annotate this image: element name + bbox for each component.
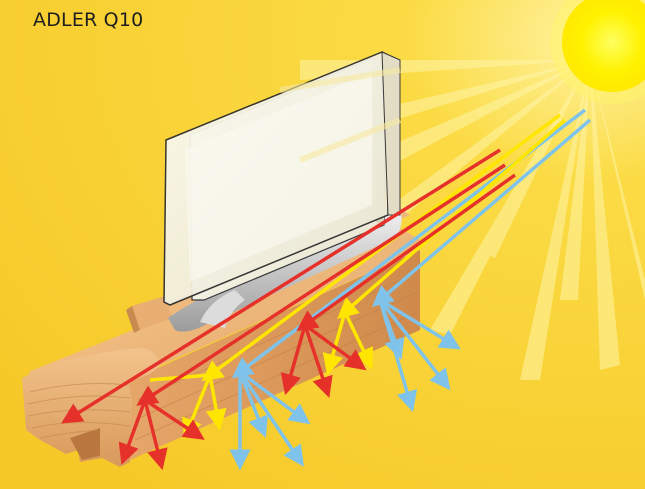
diagram-title: ADLER Q10 (33, 9, 143, 31)
